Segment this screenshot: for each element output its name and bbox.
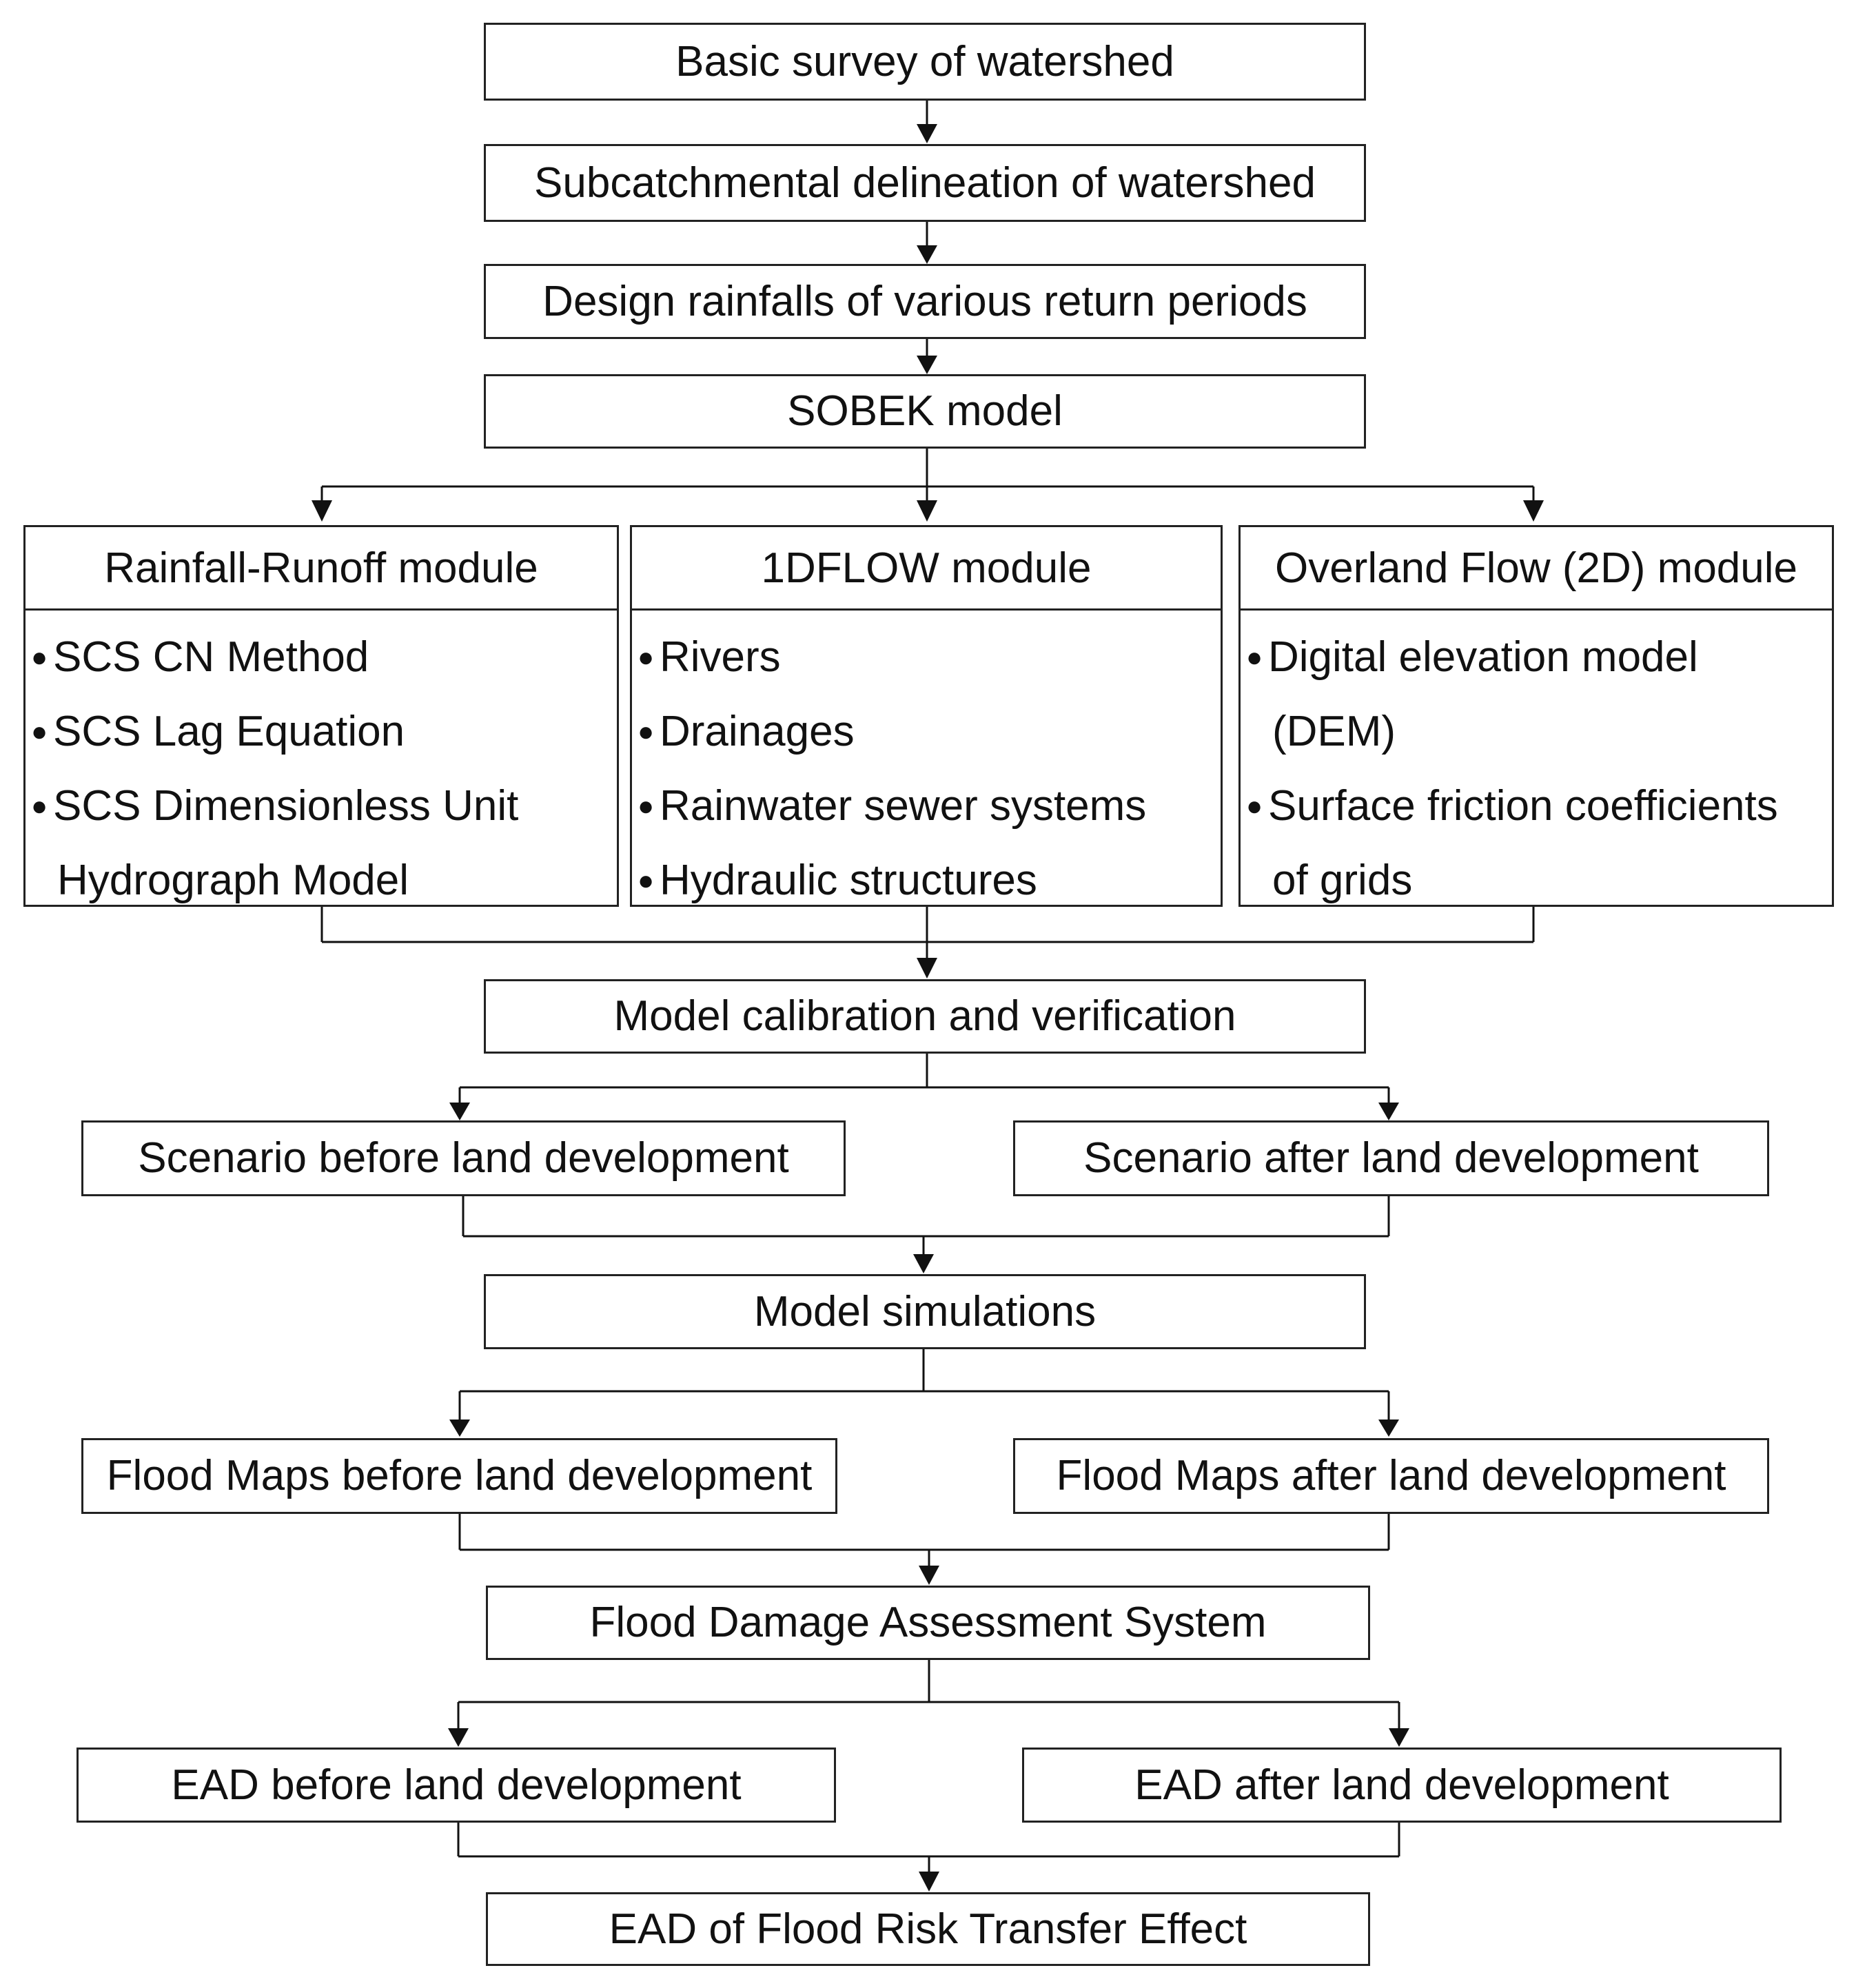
step-subcatchment-delineation: Subcatchmental delineation of watershed xyxy=(484,144,1366,222)
arrow-head xyxy=(1389,1728,1409,1747)
bullet-icon: ● xyxy=(638,791,655,821)
step-label: Design rainfalls of various return perio… xyxy=(542,277,1307,325)
module-title: Rainfall-Runoff module xyxy=(26,527,617,611)
module-1dflow: 1DFLOW module ●Rivers ●Drainages ●Rainwa… xyxy=(630,525,1223,907)
step-design-rainfall: Design rainfalls of various return perio… xyxy=(484,264,1366,339)
step-label: EAD of Flood Risk Transfer Effect xyxy=(609,1905,1247,1953)
module-item: ●Hydraulic structures xyxy=(632,843,1221,918)
step-sobek-model: SOBEK model xyxy=(484,374,1366,449)
arrow-head xyxy=(917,356,937,374)
module-item-continuation: Hydrograph Model xyxy=(26,843,617,918)
step-label: Flood Maps before land development xyxy=(106,1452,813,1499)
module-item-text: Digital elevation model xyxy=(1268,633,1698,681)
arrow-head xyxy=(917,245,937,264)
module-item-text: (DEM) xyxy=(1272,708,1396,755)
module-item-text: SCS CN Method xyxy=(53,633,369,681)
step-label: Basic survey of watershed xyxy=(675,37,1174,85)
arrow-head xyxy=(919,1872,939,1892)
module-item-text: Rainwater sewer systems xyxy=(660,782,1147,830)
bullet-icon: ● xyxy=(31,642,48,673)
step-label: Subcatchmental delineation of watershed xyxy=(534,158,1316,207)
module-item-text: of grids xyxy=(1272,857,1413,904)
step-basic-survey: Basic survey of watershed xyxy=(484,23,1366,101)
arrow-head xyxy=(917,124,937,143)
arrow-head xyxy=(917,500,937,522)
module-item-continuation: of grids xyxy=(1241,843,1832,918)
module-title: Overland Flow (2D) module xyxy=(1241,527,1832,611)
module-item: ●SCS Dimensionless Unit xyxy=(26,769,617,843)
module-item-text: Hydraulic structures xyxy=(660,857,1037,904)
arrow-head xyxy=(913,1254,934,1273)
arrow-head xyxy=(312,500,332,522)
module-item-list: ●Rivers ●Drainages ●Rainwater sewer syst… xyxy=(632,611,1221,918)
flood-maps-after-box: Flood Maps after land development xyxy=(1013,1438,1769,1514)
module-title: 1DFLOW module xyxy=(632,527,1221,611)
module-item-text: Hydrograph Model xyxy=(57,857,409,904)
step-label: Flood Damage Assessment System xyxy=(589,1599,1267,1646)
module-item-list: ●Digital elevation model (DEM) ●Surface … xyxy=(1241,611,1832,918)
arrow-head xyxy=(1523,500,1544,522)
step-model-simulations: Model simulations xyxy=(484,1274,1366,1349)
module-item-list: ●SCS CN Method ●SCS Lag Equation ●SCS Di… xyxy=(26,611,617,918)
module-item: ●Drainages xyxy=(632,695,1221,769)
arrow-head xyxy=(449,1420,470,1437)
bullet-icon: ● xyxy=(1246,791,1263,821)
ead-before-box: EAD before land development xyxy=(77,1748,836,1823)
module-item: ●Surface friction coefficients xyxy=(1241,769,1832,843)
step-label: Flood Maps after land development xyxy=(1056,1452,1726,1499)
module-item: ●Rainwater sewer systems xyxy=(632,769,1221,843)
step-label: EAD before land development xyxy=(171,1761,742,1809)
arrow-head xyxy=(917,958,937,978)
arrow-head xyxy=(919,1566,939,1585)
step-label: SOBEK model xyxy=(787,387,1063,435)
module-item: ●SCS Lag Equation xyxy=(26,695,617,769)
module-item-text: Surface friction coefficients xyxy=(1268,782,1778,830)
bullet-icon: ● xyxy=(638,865,655,896)
step-label: Model simulations xyxy=(753,1287,1097,1335)
ead-after-box: EAD after land development xyxy=(1022,1748,1782,1823)
arrow-head xyxy=(1378,1103,1399,1120)
step-label: Scenario before land development xyxy=(138,1134,789,1182)
bullet-icon: ● xyxy=(638,642,655,673)
scenario-before-box: Scenario before land development xyxy=(81,1120,846,1196)
module-rainfall-runoff: Rainfall-Runoff module ●SCS CN Method ●S… xyxy=(23,525,619,907)
module-item-text: Drainages xyxy=(660,708,855,755)
step-flood-damage-assessment: Flood Damage Assessment System xyxy=(486,1586,1370,1660)
module-overland-flow-2d: Overland Flow (2D) module ●Digital eleva… xyxy=(1238,525,1834,907)
flood-maps-before-box: Flood Maps before land development xyxy=(81,1438,837,1514)
module-item-text: SCS Dimensionless Unit xyxy=(53,782,519,830)
bullet-icon: ● xyxy=(31,717,48,747)
step-label: EAD after land development xyxy=(1134,1761,1669,1809)
module-item: ●SCS CN Method xyxy=(26,620,617,695)
step-model-calibration: Model calibration and verification xyxy=(484,979,1366,1054)
module-item: ●Rivers xyxy=(632,620,1221,695)
step-ead-risk-transfer: EAD of Flood Risk Transfer Effect xyxy=(486,1892,1370,1966)
scenario-after-box: Scenario after land development xyxy=(1013,1120,1769,1196)
step-label: Scenario after land development xyxy=(1083,1134,1699,1182)
bullet-icon: ● xyxy=(638,717,655,747)
step-label: Model calibration and verification xyxy=(613,992,1236,1040)
module-item-text: SCS Lag Equation xyxy=(53,708,405,755)
module-item-text: Rivers xyxy=(660,633,781,681)
arrow-head xyxy=(1378,1420,1399,1437)
module-item: ●Digital elevation model xyxy=(1241,620,1832,695)
arrow-head xyxy=(448,1728,469,1747)
bullet-icon: ● xyxy=(1246,642,1263,673)
module-item-continuation: (DEM) xyxy=(1241,695,1832,769)
bullet-icon: ● xyxy=(31,791,48,821)
arrow-head xyxy=(449,1103,470,1120)
